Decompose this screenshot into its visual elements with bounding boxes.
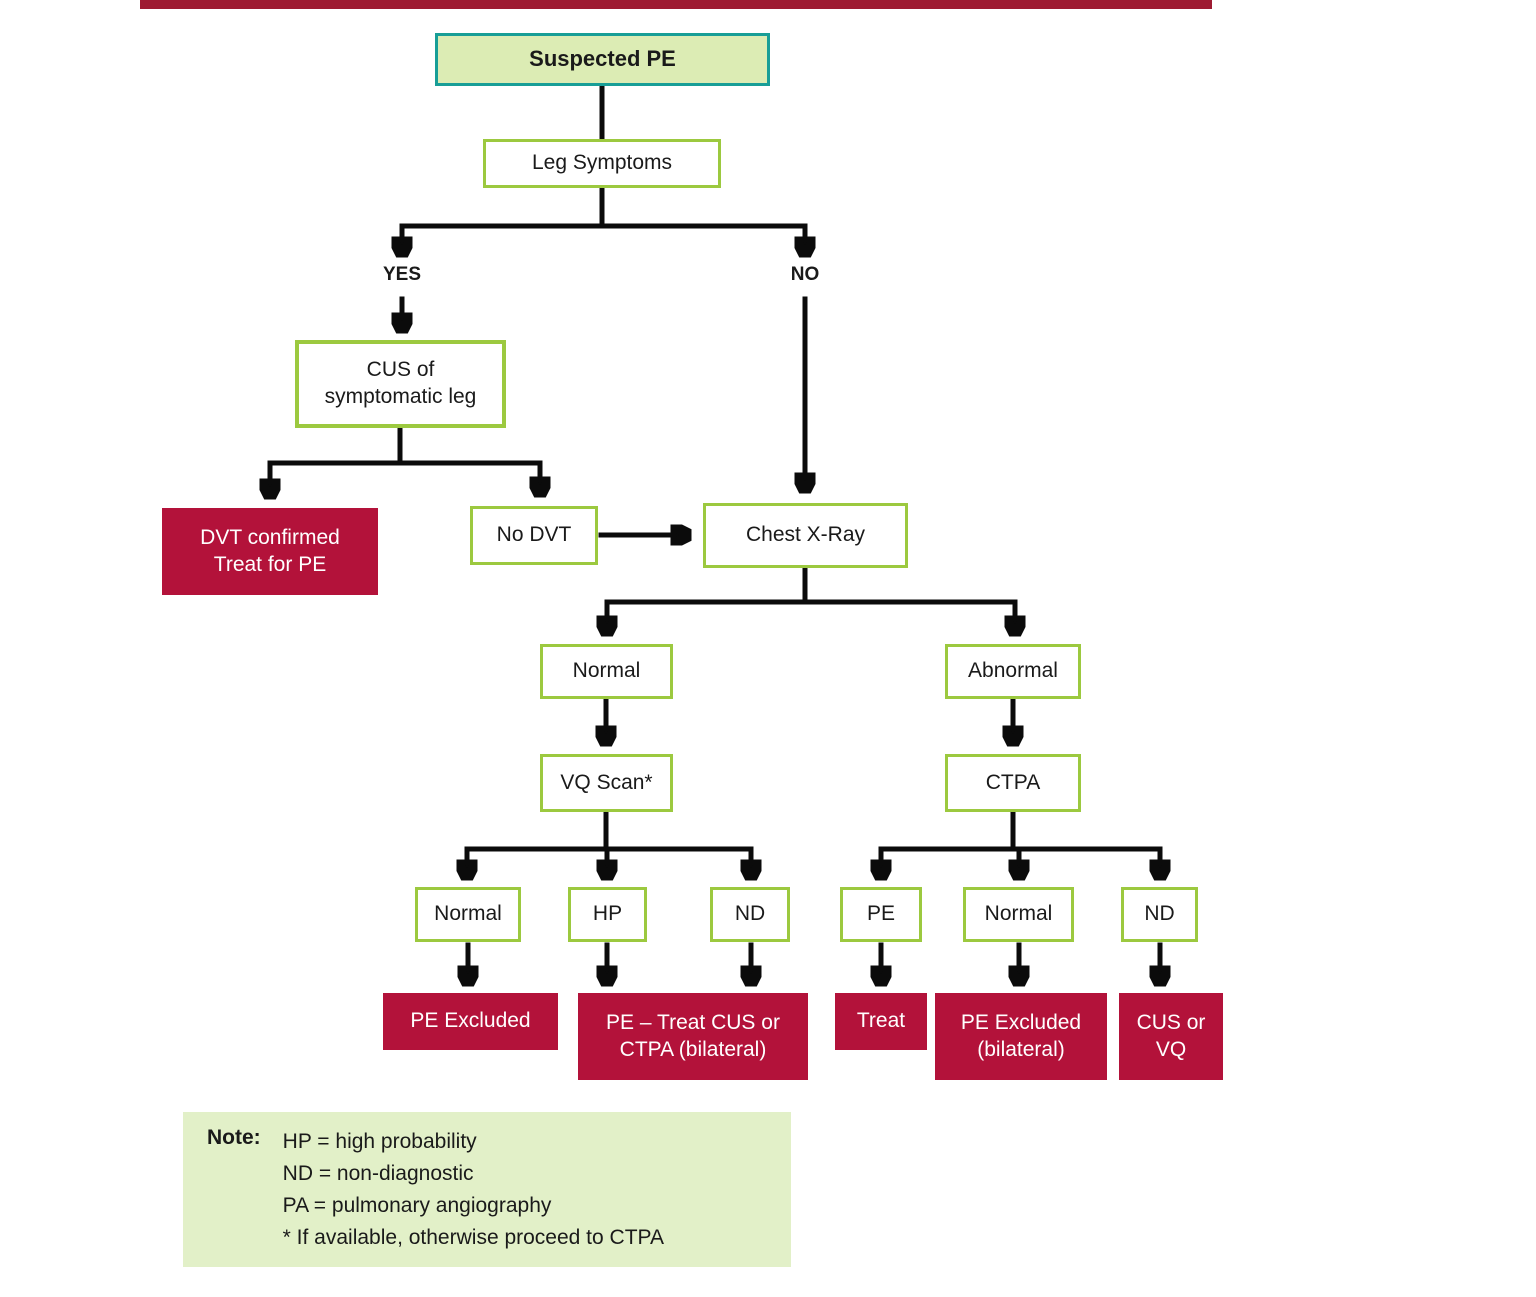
node-label-line: CUS of bbox=[366, 358, 435, 382]
node-label-line: VQ bbox=[1155, 1037, 1187, 1061]
connector-vqscan-split bbox=[467, 809, 751, 875]
node-leg-symptoms: Leg Symptoms bbox=[483, 139, 721, 188]
connector-cus-split bbox=[270, 425, 540, 494]
node-label: PE bbox=[866, 902, 895, 926]
note-line-pa: PA = pulmonary angiography bbox=[282, 1194, 552, 1217]
node-label-line: symptomatic leg bbox=[324, 385, 477, 408]
connector-ctpa-split bbox=[881, 809, 1160, 875]
node-label: Normal bbox=[572, 659, 641, 683]
node-label: ND bbox=[734, 902, 766, 926]
node-label: Suspected PE bbox=[529, 46, 676, 72]
node-ctpa-result-normal: Normal bbox=[963, 887, 1074, 942]
node-label: Chest X-Ray bbox=[745, 523, 866, 547]
node-vq-result-hp: HP bbox=[568, 887, 647, 942]
node-no-dvt: No DVT bbox=[470, 506, 598, 565]
note-line-hp: HP = high probability bbox=[282, 1130, 477, 1153]
node-label: No DVT bbox=[496, 523, 572, 547]
connector-chest-xray-split bbox=[607, 565, 1015, 631]
node-label-line: DVT confirmed bbox=[200, 525, 340, 549]
node-label: PE Excluded bbox=[410, 1009, 531, 1033]
node-label-line: CTPA (bilateral) bbox=[619, 1037, 767, 1061]
node-cxr-normal: Normal bbox=[540, 644, 673, 699]
top-banner-bar bbox=[140, 0, 1212, 9]
note-lines: HP = high probability ND = non-diagnosti… bbox=[283, 1126, 664, 1254]
node-cus-or-vq: CUS or VQ bbox=[1119, 993, 1223, 1080]
node-label: HP bbox=[592, 902, 623, 926]
node-vq-scan: VQ Scan* bbox=[540, 754, 673, 812]
node-pe-treat-cus-ctpa: PE – Treat CUS or CTPA (bilateral) bbox=[578, 993, 808, 1080]
node-ctpa: CTPA bbox=[945, 754, 1081, 812]
node-label: Treat bbox=[856, 1009, 906, 1033]
node-ctpa-result-pe: PE bbox=[840, 887, 922, 942]
node-label: Normal bbox=[434, 902, 502, 926]
node-label-line: CUS or bbox=[1136, 1010, 1206, 1034]
node-chest-xray: Chest X-Ray bbox=[703, 503, 908, 568]
node-label-line: PE Excluded bbox=[960, 1010, 1082, 1034]
branch-label-yes: YES bbox=[382, 264, 422, 285]
node-label: Leg Symptoms bbox=[531, 151, 673, 175]
node-treat: Treat bbox=[835, 993, 927, 1050]
node-label: VQ Scan* bbox=[560, 770, 653, 794]
node-label-line: PE – Treat CUS or bbox=[606, 1010, 780, 1034]
note-line-asterisk: * If available, otherwise proceed to CTP… bbox=[282, 1226, 664, 1249]
node-label: ND bbox=[1144, 902, 1175, 926]
note-legend: Note: HP = high probability ND = non-dia… bbox=[183, 1112, 791, 1267]
node-vq-result-normal: Normal bbox=[415, 887, 521, 942]
node-label: Normal bbox=[984, 902, 1053, 926]
node-label: Abnormal bbox=[968, 659, 1058, 683]
connector-legsymptoms-split-yes-no bbox=[402, 185, 805, 252]
note-heading: Note: bbox=[207, 1126, 261, 1149]
node-cus-symptomatic-leg: CUS of symptomatic leg bbox=[295, 340, 506, 428]
node-label-line: Treat for PE bbox=[213, 552, 327, 576]
node-vq-result-nd: ND bbox=[710, 887, 790, 942]
node-label: CTPA bbox=[985, 770, 1041, 794]
note-line-nd: ND = non-diagnostic bbox=[282, 1162, 474, 1185]
node-label-line: (bilateral) bbox=[977, 1037, 1065, 1061]
node-pe-excluded: PE Excluded bbox=[383, 993, 558, 1050]
node-cxr-abnormal: Abnormal bbox=[945, 644, 1081, 699]
connector-results-arrows bbox=[468, 942, 1160, 981]
node-suspected-pe: Suspected PE bbox=[435, 33, 770, 86]
branch-label-no: NO bbox=[790, 264, 820, 285]
node-pe-excluded-bilateral: PE Excluded (bilateral) bbox=[935, 993, 1107, 1080]
node-ctpa-result-nd: ND bbox=[1121, 887, 1198, 942]
node-dvt-confirmed: DVT confirmed Treat for PE bbox=[162, 508, 378, 595]
